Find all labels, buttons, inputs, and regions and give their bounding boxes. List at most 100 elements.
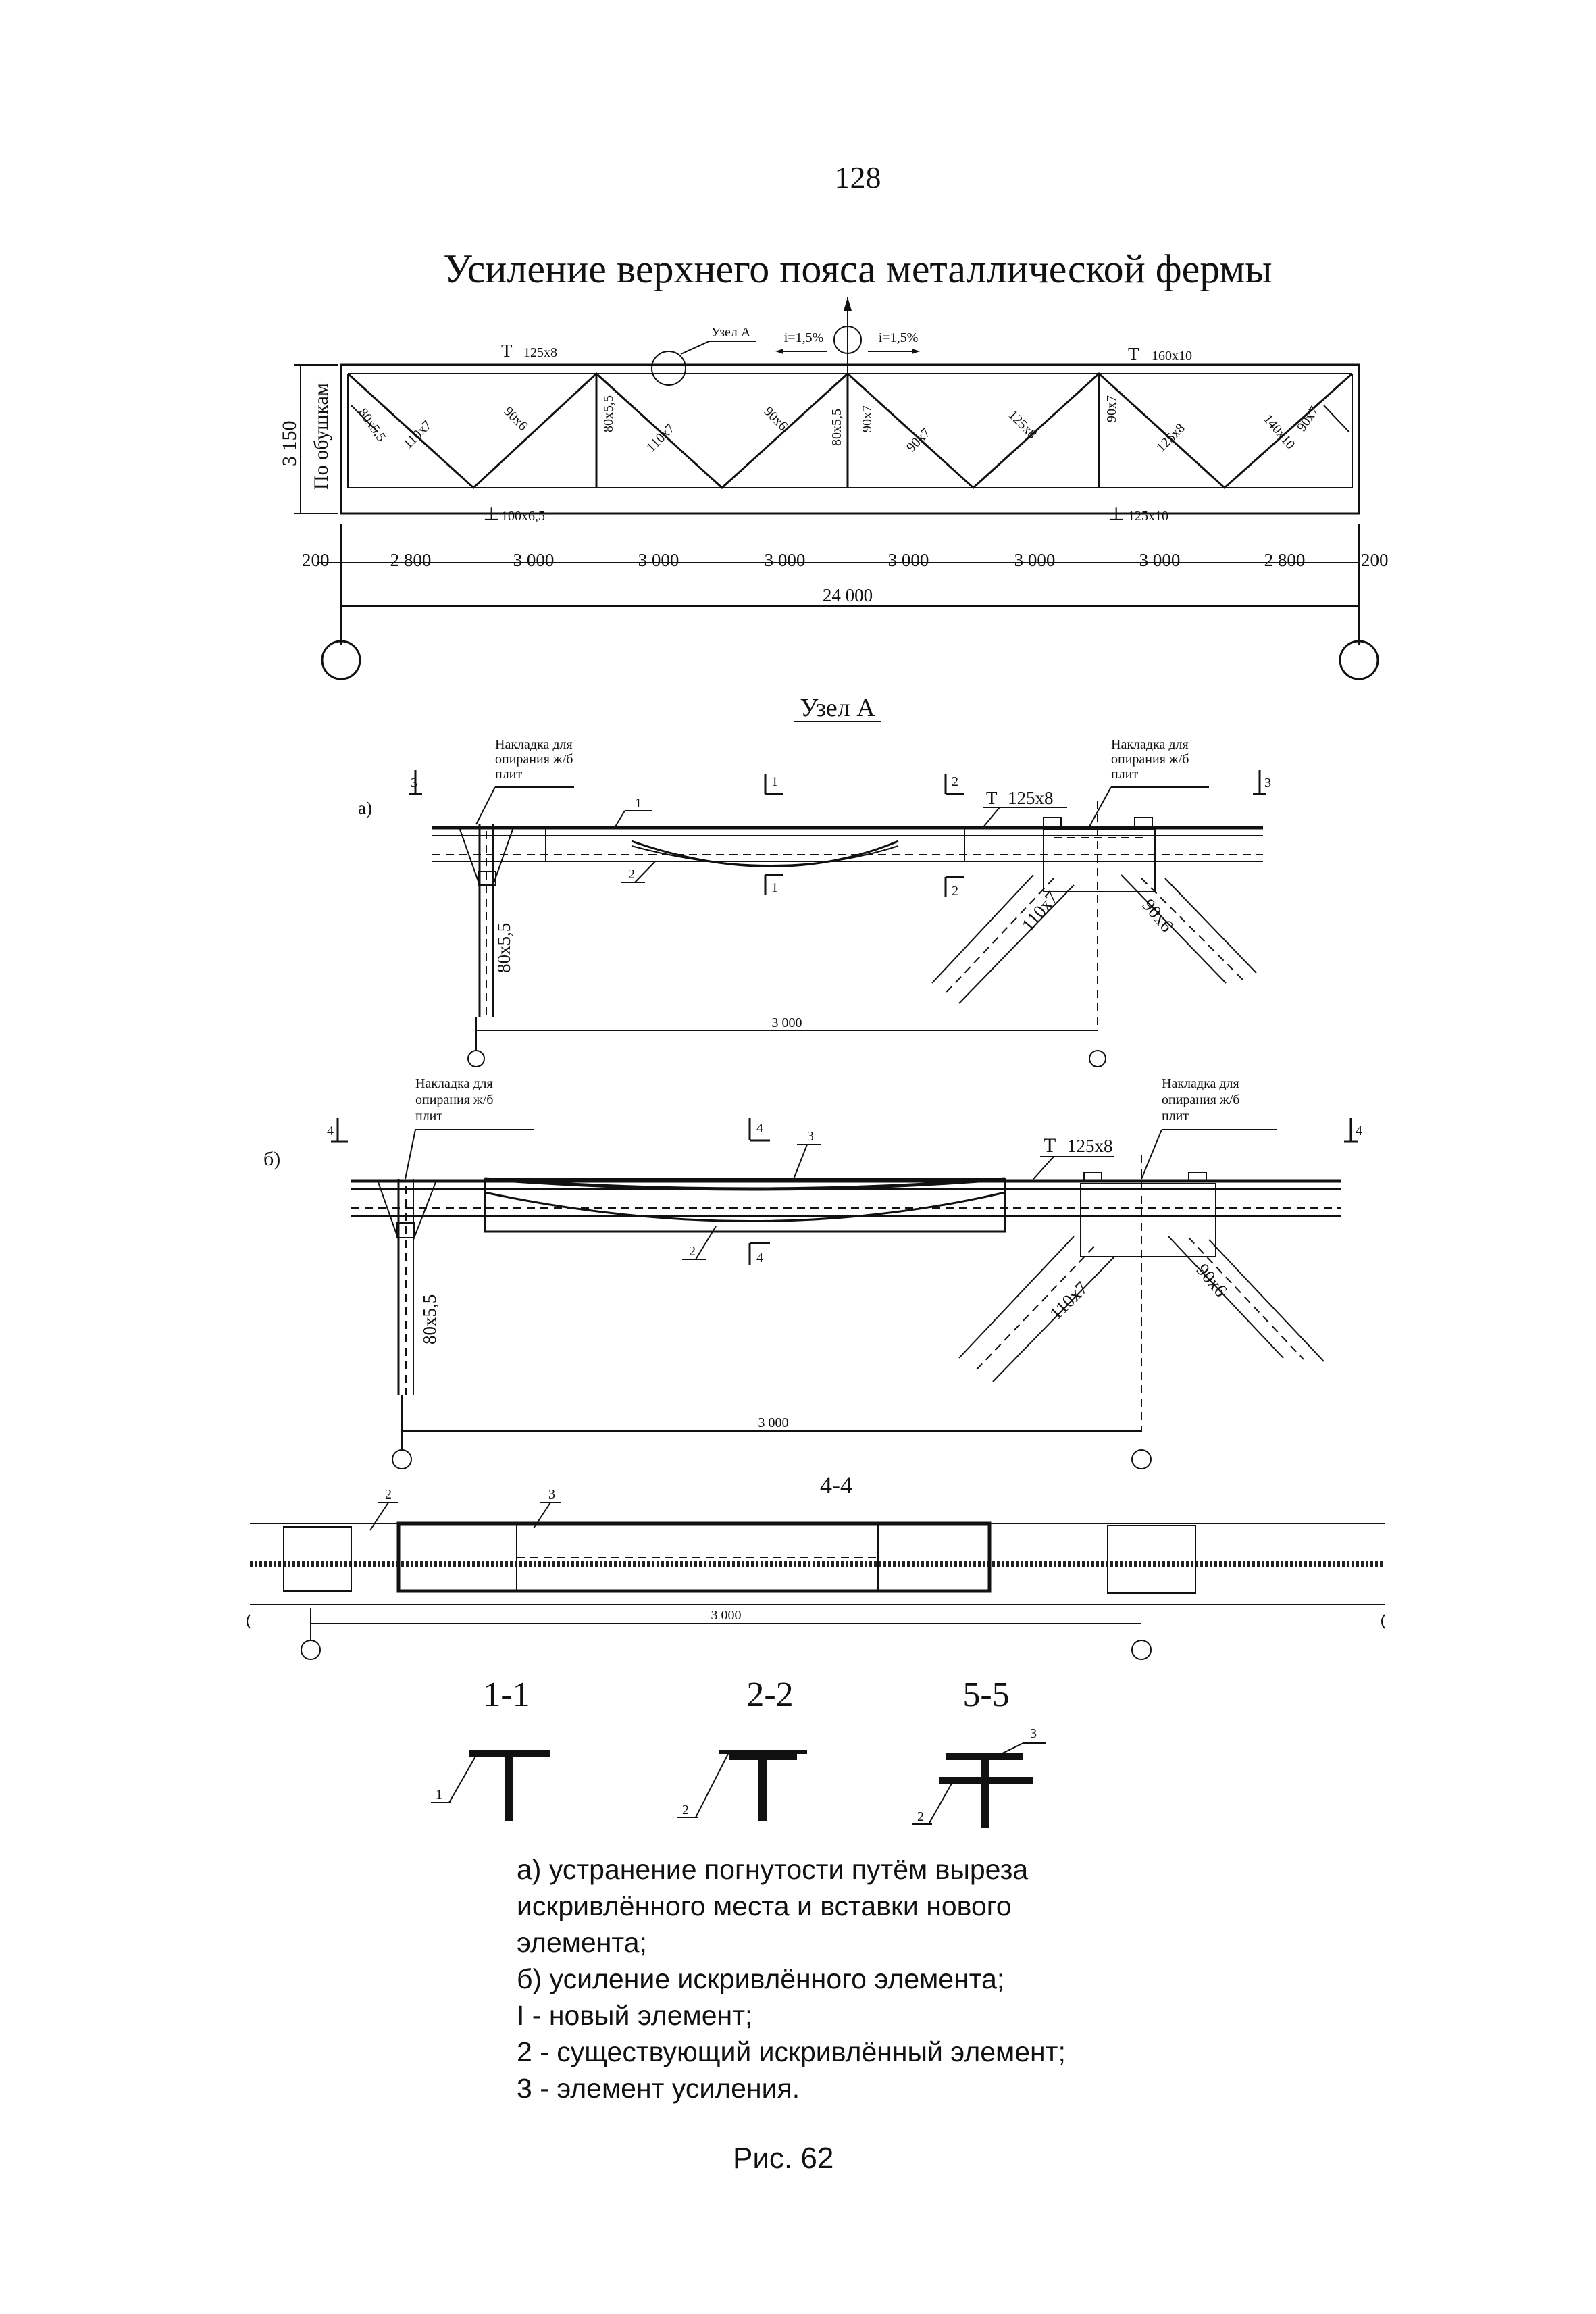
truss-diagonals (346, 372, 1353, 490)
member-label: 110x7 (644, 421, 677, 455)
reinforcement-plate (396, 1521, 992, 1593)
axis-marker (392, 1449, 412, 1469)
svg-text:4: 4 (1356, 1124, 1362, 1138)
slope-left-label: i=1,5% (784, 330, 824, 345)
bottom-chord-left-label: 100x6,5 (501, 509, 545, 524)
end-offset-right: 200 (1361, 550, 1389, 570)
callout-2-a: 2 (628, 867, 635, 882)
dimension-a: 3 000 (772, 1015, 802, 1030)
svg-text:1: 1 (436, 1787, 442, 1802)
svg-text:Т: Т (501, 341, 513, 361)
callout-1-a: 1 (635, 796, 642, 811)
tee-section-5-5: 3 2 (912, 1726, 1046, 1828)
node-a-marker (651, 351, 686, 386)
top-chord-left-label: 125x8 (523, 345, 557, 360)
svg-text:2: 2 (952, 774, 958, 789)
svg-text:4: 4 (327, 1124, 334, 1138)
member-label: 90x6 (500, 404, 530, 434)
truss-outer-outline (340, 363, 1360, 515)
total-span-label: 24 000 (823, 585, 873, 605)
member-label: 80x5,5 (829, 409, 844, 446)
dimension-b: 3 000 (758, 1415, 789, 1430)
chord-label-a: 125x8 (1008, 788, 1054, 808)
chord-label-b: 125x8 (1067, 1136, 1113, 1156)
caption-line: а) устранение погнутости путём выреза (517, 1854, 1029, 1885)
svg-text:2: 2 (952, 884, 958, 899)
member-label: 90x7 (1104, 395, 1119, 422)
svg-text:2: 2 (917, 1809, 924, 1824)
svg-text:Т: Т (1128, 344, 1139, 364)
node-detail-title: Узел А (800, 694, 875, 722)
span-label: 3 000 (1014, 550, 1056, 570)
node-detail-variant-b: б) 80x5,5 110x7 90x6 Т 125x8 (263, 1076, 1362, 1469)
variant-b-label: б) (263, 1148, 280, 1170)
section-marks-b: 4 4 4 4 (327, 1118, 1362, 1265)
svg-text:3: 3 (1264, 776, 1271, 790)
reinforcement-element-b (484, 1178, 1006, 1233)
truss-height-label: 3 150 (278, 421, 301, 467)
caption-line: искривлённого места и вставки нового (517, 1890, 1012, 1921)
axis-marker (467, 1050, 485, 1067)
svg-text:3: 3 (411, 776, 417, 790)
axis-marker (301, 1640, 321, 1660)
bottom-chord-right-label: 125x10 (1128, 509, 1168, 524)
gusset-plate-left (283, 1526, 352, 1592)
plan-view-title: 4-4 (820, 1472, 852, 1499)
callout-3-b: 3 (807, 1129, 814, 1144)
plan-view-4-4: 4-4 2 3 3 000 (247, 1472, 1385, 1660)
truss-elevation: Узел А i=1,5% i=1,5% Т 125x8 Т 160x10 ⊥ … (278, 297, 1389, 680)
svg-text:2: 2 (682, 1803, 689, 1817)
bent-element-b (484, 1191, 1006, 1222)
reinforcement-curve-b (484, 1177, 1006, 1191)
axis-marker (1131, 1449, 1152, 1469)
span-label: 3 000 (1139, 550, 1181, 570)
svg-text:⊥: ⊥ (1108, 504, 1125, 524)
svg-text:⊥: ⊥ (483, 504, 500, 524)
new-element-insert (545, 827, 965, 862)
support-right (1339, 640, 1379, 680)
section-title-2-2: 2-2 (746, 1676, 793, 1714)
span-label: 3 000 (888, 550, 929, 570)
plan-dimension: 3 000 (711, 1608, 742, 1623)
diag-right-label-a: 90x6 (1138, 895, 1177, 936)
member-label: 90x7 (860, 405, 875, 432)
caption-line: б) усиление искривлённого элемента; (517, 1963, 1005, 1994)
span-label: 3 000 (765, 550, 806, 570)
svg-text:Т: Т (1044, 1134, 1056, 1157)
svg-text:4: 4 (756, 1121, 763, 1136)
page-number: 128 (835, 160, 881, 195)
caption-line: 3 - элемент усиления. (517, 2073, 800, 2104)
figure-number: Рис. 62 (733, 2142, 834, 2175)
member-label: 140x10 (1260, 411, 1297, 452)
member-label: 125x8 (1005, 407, 1039, 442)
bent-element-a (631, 840, 899, 867)
cross-sections: 1-1 2-2 5-5 1 2 3 2 (431, 1676, 1046, 1828)
callout-2-b: 2 (689, 1244, 696, 1259)
svg-text:3: 3 (1030, 1726, 1037, 1741)
gusset-plate-right (1107, 1525, 1196, 1594)
member-label: 80x5,5 (601, 395, 616, 432)
section-title-5-5: 5-5 (962, 1676, 1009, 1714)
svg-text:Т: Т (986, 788, 998, 808)
callout-2-plan: 2 (385, 1487, 392, 1502)
tee-section-1-1: 1 (431, 1750, 550, 1821)
section-marks-a: 3 3 1 1 2 2 (409, 770, 1271, 899)
caption-line: элемента; (517, 1927, 647, 1958)
svg-text:1: 1 (771, 880, 778, 895)
axis-marker (1131, 1640, 1152, 1660)
diag-right-label-b: 90x6 (1192, 1260, 1231, 1301)
callout-3-plan: 3 (548, 1487, 555, 1502)
post-label-a: 80x5,5 (494, 923, 514, 973)
node-detail-variant-a: а) 80x5,5 110x7 90x6 Т 125x8 (358, 737, 1271, 1067)
svg-text:4: 4 (756, 1251, 763, 1265)
page-title: Усиление верхнего пояса металлической фе… (443, 247, 1272, 291)
span-label: 3 000 (513, 550, 555, 570)
caption-line: 2 - существующий искривлённый элемент; (517, 2036, 1066, 2067)
truss-height-note: По обушкам (310, 383, 332, 490)
caption-line: I - новый элемент; (517, 2000, 753, 2031)
support-left (321, 640, 361, 680)
